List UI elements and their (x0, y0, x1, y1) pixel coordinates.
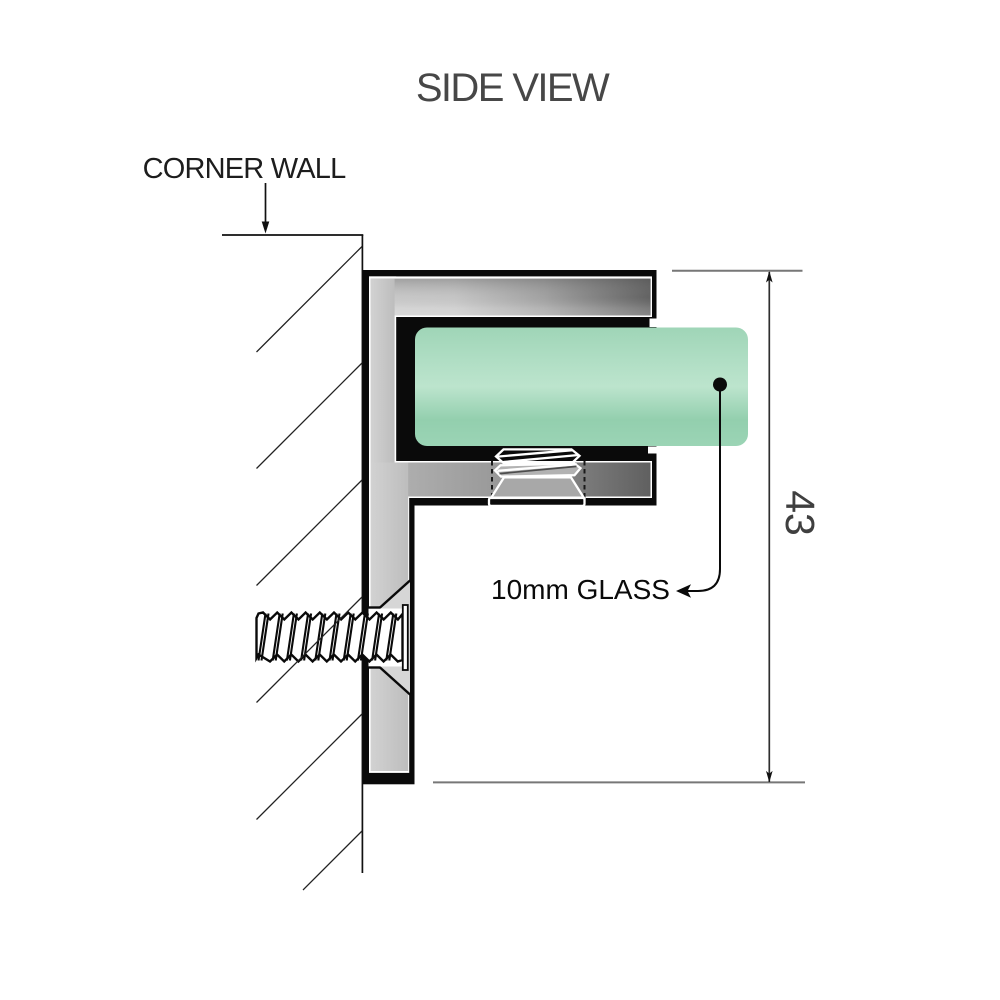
svg-text:CORNER WALL: CORNER WALL (143, 153, 346, 185)
svg-text:SIDE VIEW: SIDE VIEW (416, 66, 610, 110)
svg-text:43: 43 (777, 490, 823, 536)
svg-text:10mm GLASS: 10mm GLASS (491, 574, 670, 605)
